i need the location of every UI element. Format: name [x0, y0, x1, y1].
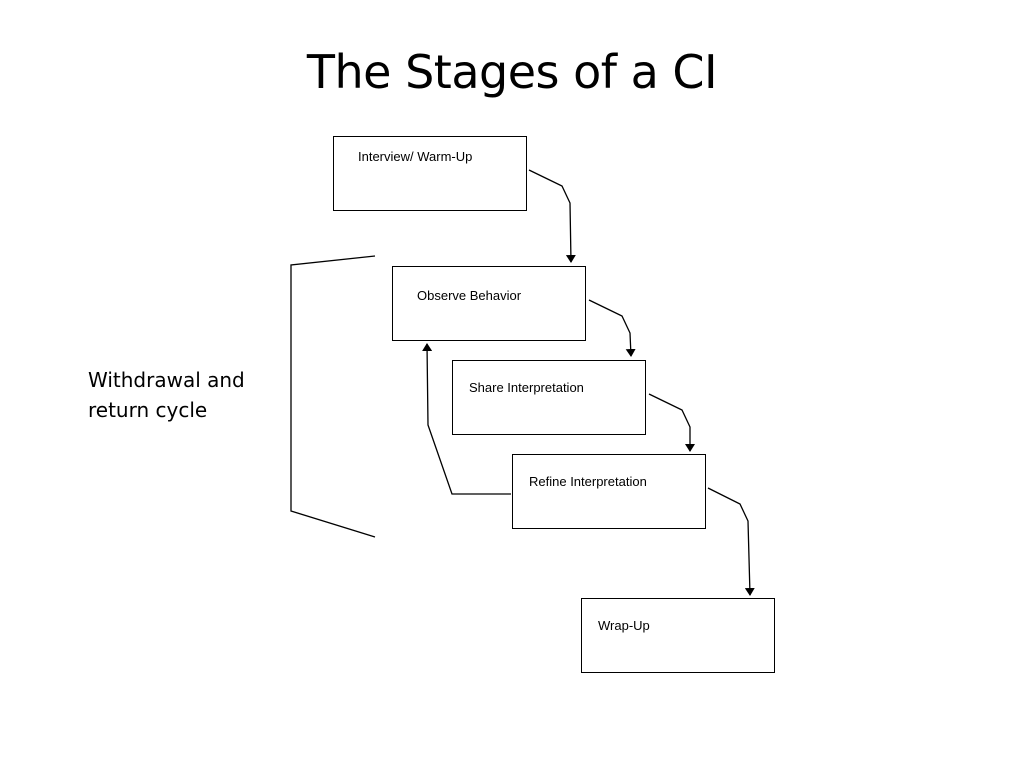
- arrow-refine-to-wrapup: [707, 487, 755, 596]
- stage-box-refine: [512, 454, 706, 529]
- cycle-label: Withdrawal and return cycle: [88, 368, 245, 422]
- stage-box-share: [452, 360, 646, 435]
- arrow-refine-return-to-observe: [422, 343, 511, 495]
- stage-label-refine: Refine Interpretation: [529, 474, 647, 489]
- arrow-observe-to-share: [588, 299, 636, 357]
- cycle-bracket: [290, 255, 376, 538]
- stage-box-observe: [392, 266, 586, 341]
- arrow-interview-to-observe: [528, 169, 576, 263]
- stage-box-interview: [333, 136, 527, 211]
- arrow-share-to-refine: [648, 393, 695, 452]
- stage-label-share: Share Interpretation: [469, 380, 584, 395]
- stage-label-wrapup: Wrap-Up: [598, 618, 650, 633]
- slide-title: The Stages of a CI: [306, 45, 718, 99]
- stage-label-observe: Observe Behavior: [417, 288, 522, 303]
- stage-label-interview: Interview/ Warm-Up: [358, 149, 473, 164]
- stage-box-wrapup: [581, 598, 775, 673]
